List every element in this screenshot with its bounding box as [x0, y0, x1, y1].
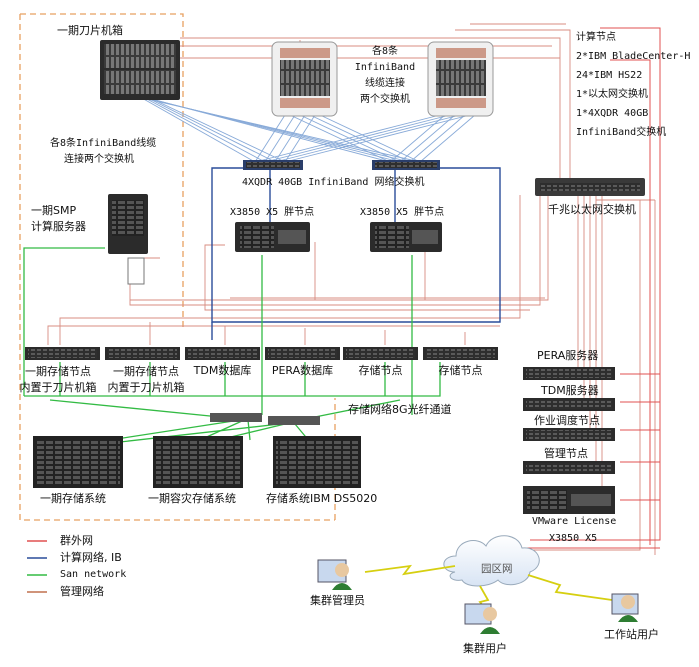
- right-stack-label-5: VMware License: [532, 516, 617, 527]
- san-channel-label: 存储网络8G光纤通道: [348, 403, 452, 416]
- legend-swatches: [27, 540, 47, 593]
- ib-switch-icon: [243, 160, 303, 170]
- storage-2-label: 一期容灾存储系统: [148, 492, 236, 505]
- smp-server-label: 一期SMP 计算服务器: [31, 204, 86, 233]
- legend-ib-label: 计算网络, IB: [60, 551, 122, 564]
- right-stack-label-2: TDM服务器: [541, 384, 599, 397]
- rack-server-row: [25, 347, 498, 360]
- compute-nodes-description: 计算节点 2*IBM BladeCenter-H 24*IBM HS22 1*以…: [576, 32, 691, 138]
- server-row-label-5: 存储节点: [358, 364, 403, 377]
- fat-node-server-icon: [235, 222, 310, 252]
- legend-outer-label: 群外网: [60, 534, 93, 547]
- ib-switch-label: 4XQDR 40GB InfiniBand 网络交换机: [242, 177, 425, 188]
- right-stack-label-4: 管理节点: [544, 447, 588, 460]
- cluster-user-label: 集群用户: [463, 642, 507, 655]
- server-row-label-3: TDM数据库: [193, 364, 252, 377]
- right-stack-label-6: X3850 X5: [549, 533, 598, 544]
- blade-chassis-icon: [271, 41, 338, 117]
- server-row-label-6: 存储节点: [438, 364, 483, 377]
- gige-switch-icon: [535, 178, 645, 196]
- ib-compute-network: [211, 167, 501, 340]
- fat-node-1-label: X3850 X5 胖节点: [230, 207, 315, 218]
- storage-array-icon: [153, 436, 243, 488]
- server-row-label-2: 一期存储节点内置于刀片机箱: [107, 365, 185, 394]
- smp-tower-server-icon: [108, 194, 148, 254]
- workstation-user-label: 工作站用户: [604, 628, 659, 641]
- storage-1-label: 一期存储系统: [40, 492, 106, 505]
- storage-array-icon: [33, 436, 123, 488]
- fat-node-server-icon: [370, 222, 442, 252]
- storage-array-icon: [273, 436, 361, 488]
- outer-network-lines: [520, 27, 661, 549]
- phase1-boundary: [19, 13, 335, 521]
- blade-chassis-icon: [427, 41, 494, 117]
- right-stack-label-1: PERA服务器: [537, 349, 599, 362]
- server-row-label-4: PERA数据库: [271, 364, 334, 377]
- storage-3-label: 存储系统IBM DS5020: [266, 492, 378, 505]
- server-row-label-1: 一期存储节点内置于刀片机箱: [19, 365, 97, 394]
- cloud-icon: [443, 535, 540, 587]
- cloud-label: 园区网: [481, 563, 513, 575]
- smp-storage-box: [127, 257, 145, 285]
- legend-mgmt-label: 管理网络: [60, 585, 104, 598]
- legend-san-label: San network: [60, 569, 127, 580]
- right-stack-label-3: 作业调度节点: [534, 414, 600, 427]
- left-ib-cabling-note: 各8条InfiniBand线缆 连接两个交换机: [50, 138, 157, 165]
- fat-node-2-label: X3850 X5 胖节点: [360, 207, 445, 218]
- cluster-admin-label: 集群管理员: [310, 594, 365, 607]
- san-switch-icon: [210, 413, 320, 425]
- right-server-stack: [523, 367, 615, 514]
- ib-cabling-note: 各8条 InfiniBand 线缆连接 两个交换机: [354, 46, 416, 105]
- user-icon: [464, 603, 500, 634]
- san-network-lines: [23, 247, 441, 443]
- user-icon: [317, 559, 352, 590]
- ib-switch-icon: [372, 160, 440, 170]
- phase1-blade-chassis-label: 一期刀片机箱: [57, 24, 123, 37]
- gige-switch-label: 千兆以太网交换机: [548, 203, 636, 216]
- phase1-blade-chassis-icon: [100, 40, 180, 100]
- user-icon: [611, 593, 639, 622]
